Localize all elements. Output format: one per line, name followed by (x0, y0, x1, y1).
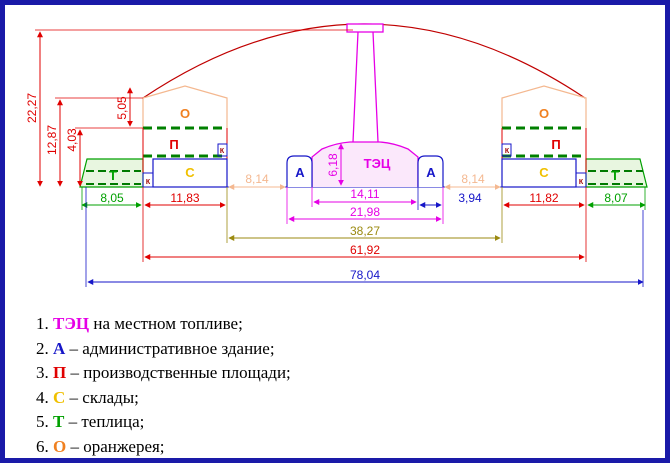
extension-lines (81, 187, 646, 287)
k-room-left-top (217, 143, 228, 157)
legend-item: 2. А – административное здание; (36, 337, 291, 362)
dim-left-gap-label: 8,14 (245, 172, 269, 186)
legend-num: 2. (36, 338, 49, 358)
label-warehouse-left: С (185, 165, 195, 180)
admin-right (417, 155, 444, 187)
legend-num: 4. (36, 387, 49, 407)
legend-item: 5. Т – теплица; (36, 410, 291, 435)
legend-key: С (53, 387, 66, 407)
orangery-left-roof (142, 85, 228, 128)
legend-key: Т (53, 412, 65, 431)
legend-text: – производственные площади; (66, 363, 291, 382)
dim-span-6192-label: 61,92 (350, 243, 380, 257)
dim-left-height-a-label: 12,87 (45, 125, 59, 155)
label-tec: ТЭЦ (364, 156, 391, 171)
legend-num: 6. (36, 436, 49, 456)
legend-item: 6. О – оранжерея; (36, 435, 291, 460)
dome-arc (142, 23, 586, 99)
chimney-body (352, 31, 379, 143)
dim-greenhouse-left-label: 8,05 (100, 191, 124, 205)
admin-left (286, 155, 313, 187)
dim-orangery-height-label: 5,05 (115, 96, 129, 120)
k-room-right-top (501, 143, 512, 157)
label-greenhouse-left: Т (109, 168, 117, 183)
label-production-right: П (551, 137, 560, 152)
label-k-3: К (505, 148, 510, 155)
label-k-4: К (579, 179, 584, 186)
legend-item: 4. С – склады; (36, 386, 291, 411)
legend-text: – теплица; (64, 412, 145, 431)
label-admin-right: А (426, 165, 436, 180)
legend-num: 5. (36, 412, 49, 431)
dim-warehouse-right-label: 11,82 (529, 191, 558, 205)
dim-tec-inner-label: 14,11 (350, 187, 379, 201)
legend-text: – оранжерея; (66, 436, 165, 456)
dim-tec-height-label: 6,18 (326, 153, 340, 177)
label-greenhouse-right: Т (611, 168, 619, 183)
legend-text: на местном топливе; (89, 314, 243, 333)
dim-total-height-label: 22,27 (25, 93, 39, 123)
dim-left-height-b-label: 4,03 (65, 128, 79, 152)
label-orangery-left: О (180, 106, 190, 121)
label-k-2: К (220, 148, 225, 155)
legend-text: – склады; (65, 387, 139, 407)
dim-greenhouse-right-label: 8,07 (604, 191, 628, 205)
k-room-right (575, 172, 587, 188)
k-room-left (142, 172, 154, 188)
label-warehouse-right: С (539, 165, 549, 180)
legend-list: 1. ТЭЦ на местном топливе; 2. А – админи… (36, 312, 291, 459)
legend-key: ТЭЦ (53, 314, 90, 333)
chimney-top (346, 23, 384, 33)
legend-key: О (53, 436, 67, 456)
label-production-left: П (169, 137, 178, 152)
legend-key: П (53, 363, 67, 382)
legend-text: – административное здание; (65, 338, 275, 358)
orangery-right-roof (501, 85, 587, 128)
label-orangery-right: О (539, 106, 549, 121)
label-k-1: К (146, 179, 151, 186)
dim-span-7804-label: 78,04 (350, 268, 380, 282)
legend-num: 1. (36, 314, 49, 333)
dim-right-gap-label: 8,14 (461, 172, 485, 186)
legend-item: 1. ТЭЦ на местном топливе; (36, 312, 291, 337)
dim-admin-label: 3,94 (458, 191, 482, 205)
legend-item: 3. П – производственные площади; (36, 361, 291, 386)
legend-num: 3. (36, 363, 49, 382)
dim-span-3827-label: 38,27 (350, 224, 380, 238)
dim-tec-outer-label: 21,98 (350, 205, 380, 219)
label-admin-left: А (295, 165, 305, 180)
dim-warehouse-left-label: 11,83 (170, 191, 199, 205)
legend-key: А (53, 338, 66, 358)
